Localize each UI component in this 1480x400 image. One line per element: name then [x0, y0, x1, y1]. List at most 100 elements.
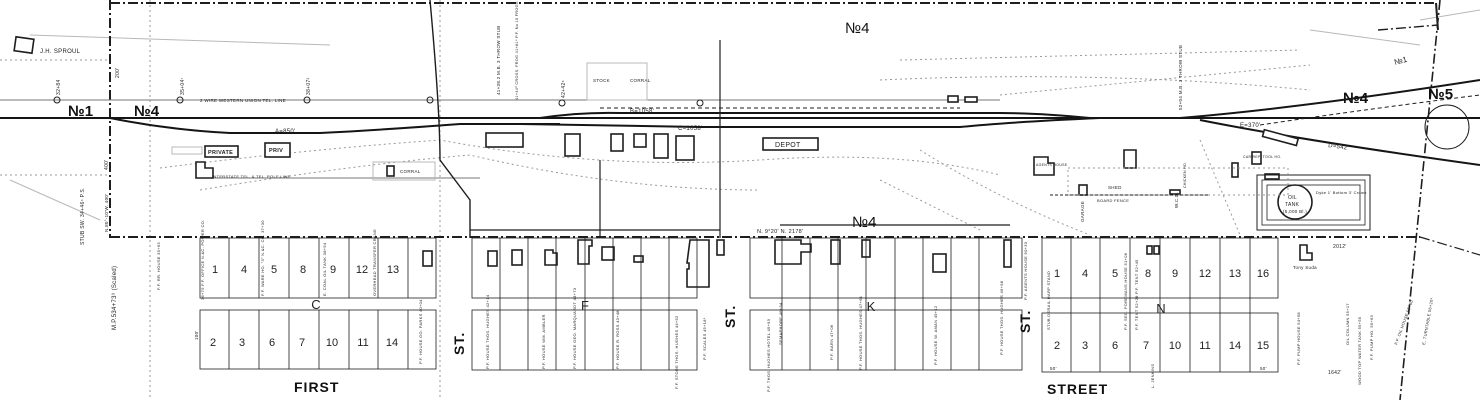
- label-dim-50b: 50': [1260, 366, 1267, 371]
- lot-note: P.F. HOUSE WM. AMBLER: [541, 314, 546, 369]
- lot-number: 12: [1199, 268, 1211, 280]
- small-house: [195, 161, 214, 179]
- label-curve-b: B=1058': [630, 109, 654, 115]
- lot-number: 8: [1145, 268, 1151, 280]
- lot-note: P.F. HOUSE R. ROSS 43+48: [615, 310, 620, 369]
- freight-house: [485, 132, 524, 148]
- label-sta-42: 42+42⁸: [561, 80, 567, 98]
- street-st-3: ST.: [1017, 310, 1033, 333]
- lot-note: F.F. WARE HO. "3" N.&C. CO. 37+30: [260, 220, 265, 296]
- street-first: FIRST: [294, 379, 339, 395]
- lot-number: 5: [271, 264, 277, 276]
- lot-note: OIL COLUMN 55+17: [1345, 303, 1350, 345]
- label-telegraph: 2 WIRE WESTERN UNION TEL. LINE: [200, 98, 286, 103]
- label-shed: SHED: [1108, 185, 1122, 190]
- block-k: [749, 237, 1023, 371]
- label-depot: DEPOT: [775, 142, 801, 149]
- lot-note: F.F. PUMP HO. 55+63: [1369, 314, 1374, 360]
- private-building: [204, 145, 239, 158]
- label-corral-2: CORRAL: [630, 78, 651, 83]
- label-dim-200: 200': [115, 68, 121, 79]
- track-d: [1199, 119, 1480, 166]
- track-no4-top: №4: [845, 20, 869, 37]
- label-curve-a: A=850': [275, 129, 295, 135]
- street-street: STREET: [1047, 381, 1108, 397]
- map-labels: J.H. SPROUL 2 WIRE WESTERN UNION TEL. LI…: [40, 1, 1366, 376]
- lot-note: P.F. HOUSE THOS. HUGHES 42+14: [485, 294, 490, 369]
- lot-number: 11: [1199, 340, 1210, 352]
- label-bearing-bottom: N. 9°20' N. 2178': [757, 229, 803, 235]
- lot-note: P.F. HOUSE GO. PARKS 40+04: [418, 299, 423, 364]
- track-no4-east: [1179, 79, 1480, 119]
- lot-note: P.F. AGENTS HOUSE 50+33: [1023, 241, 1028, 300]
- lot-number: 10: [1169, 340, 1181, 352]
- lot-note: WOOD TOP WATER TANK 55+55: [1357, 316, 1362, 385]
- lot-number: 2: [1054, 340, 1060, 352]
- block-letter-c: C: [311, 297, 320, 312]
- label-frogs: 41+44⁸ CROSS. FROG 41+81⁴ P.F. No 10 FRO…: [515, 1, 519, 100]
- lot-number: 4: [1082, 268, 1088, 280]
- block-n: [1041, 237, 1279, 373]
- lot-number: 2: [210, 337, 216, 349]
- label-interstate: INTERSTATE TEL. & TEL. POLE LINE: [212, 174, 290, 179]
- lot-note: P.F. SEC. FOREMANS HOUSE 51+06: [1123, 252, 1128, 330]
- lot-notes: F.F. RR. HOUSE 35+63 36+75 F.F. OFFICE N…: [156, 220, 1434, 392]
- lot-note: F.F. OIL HOUSE 55+80: [1393, 299, 1414, 346]
- label-oil-tank-3: (5,000 Bl.): [1283, 209, 1307, 214]
- sproul-house: [13, 35, 35, 55]
- label-chicken: CHICKEN HO.: [1183, 162, 1187, 188]
- lot-number: 1: [1054, 268, 1060, 280]
- street-st-1: ST.: [451, 332, 467, 355]
- lot-note: L. JENKINS: [1150, 364, 1155, 388]
- depot-building: [762, 137, 819, 151]
- lot-number: 7: [1143, 340, 1149, 352]
- label-wcd: W.C.D.: [1174, 192, 1179, 208]
- lot-number: 16: [1257, 268, 1269, 280]
- track-no1-right: №1: [1393, 55, 1408, 67]
- lot-note: SEMAPHORE 46+34: [778, 302, 783, 345]
- label-car-rep: CAR REP. TOOL HO.: [1243, 155, 1282, 159]
- lot-note: F.F. STORE THOS. HUGHES 44+52: [674, 315, 679, 389]
- lot-note: E. COAL OIL TANK 38+54: [322, 242, 327, 296]
- lot-note: 36+75 F.F. OFFICE N.&C. POWER CO.: [200, 220, 205, 300]
- block-f: [471, 237, 698, 371]
- label-stock: STOCK: [593, 78, 610, 83]
- label-private: PRIVATE: [208, 150, 233, 156]
- label-tony-suda: Tony Suda: [1293, 265, 1317, 270]
- lot-number: 11: [357, 337, 368, 349]
- priv-building: [264, 142, 291, 158]
- label-throw-stub-2: 52+04 M.B. 3 THROW STUB: [1178, 45, 1183, 110]
- lot-number: 13: [387, 264, 399, 276]
- street-labels: FIRST STREET ST. ST. ST.: [294, 305, 1108, 397]
- track-no1-left: №1: [68, 103, 93, 120]
- buildings: [13, 35, 1371, 288]
- label-board-fence: BOARD FENCE: [1097, 198, 1129, 203]
- label-sta-38: 38+07²: [306, 77, 312, 95]
- siding-a: [109, 117, 560, 134]
- track-numbers: №1 №4 №4 №4 №4 №5 №1: [68, 20, 1453, 231]
- lot-note: F.F. RR. HOUSE 35+63: [156, 242, 161, 290]
- lot-number: 8: [300, 264, 306, 276]
- lot-number: 5: [1112, 268, 1118, 280]
- block-letter-n: N: [1156, 301, 1165, 316]
- lot-number: 7: [299, 337, 305, 349]
- label-sta-35: 35+04⁷: [180, 77, 186, 95]
- label-oil-tank-2: TANK: [1285, 202, 1300, 208]
- siding-c: [519, 117, 1101, 128]
- label-1642: 1642': [1328, 370, 1342, 376]
- label-dim-50a: 50': [1050, 366, 1057, 371]
- lot-number: 3: [239, 337, 245, 349]
- label-dim-100: 100': [194, 330, 199, 340]
- label-oil-tank: OIL: [1288, 195, 1297, 201]
- lot-note: P.F. PUMP HOUSE 54+58: [1296, 312, 1301, 365]
- lot-number: 1: [212, 264, 218, 276]
- label-dim-400: 400': [104, 160, 110, 171]
- lot-number: 3: [1082, 340, 1088, 352]
- lot-note: P.F. TENT 52+28 P.F. TENT 52+45: [1134, 259, 1139, 330]
- block-c: [199, 237, 437, 370]
- track-no4-bottom: №4: [852, 214, 876, 231]
- label-garage: GARAGE: [1080, 201, 1085, 222]
- railroad-tracks: [0, 0, 1480, 238]
- label-sproul: J.H. SPROUL: [40, 49, 81, 55]
